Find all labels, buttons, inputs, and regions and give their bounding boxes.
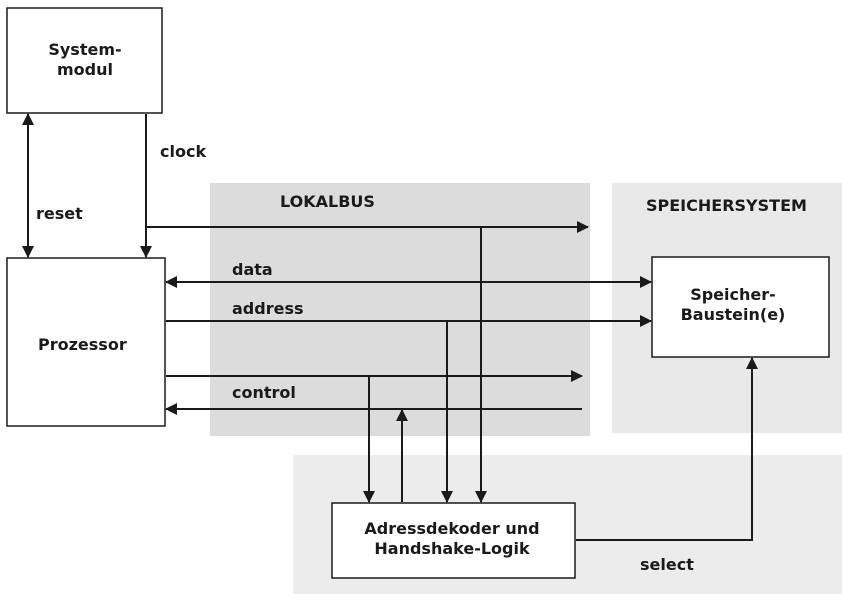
signal-label-clock: clock [160,142,207,161]
signal-label-reset: reset [36,204,83,223]
signal-label-address: address [232,299,304,318]
region-label-speichersystem: SPEICHERSYSTEM [646,196,807,215]
signal-label-control: control [232,383,296,402]
label-speicher: Speicher- Baustein(e) [680,285,786,324]
label-prozessor: Prozessor [38,335,127,354]
block-systemmodul[interactable] [6,7,163,114]
block-prozessor[interactable] [6,257,166,427]
label-systemmodul: System- modul [48,40,122,79]
signal-label-data: data [232,260,273,279]
signal-label-select: select [640,555,694,574]
block-adressdekoder[interactable] [331,502,576,579]
region-lokalbus [210,183,590,436]
block-speicher[interactable] [651,256,830,358]
label-adressdekoder: Adressdekoder und Handshake-Logik [364,519,540,558]
region-label-lokalbus: LOKALBUS [280,192,375,211]
select-line [576,357,758,541]
